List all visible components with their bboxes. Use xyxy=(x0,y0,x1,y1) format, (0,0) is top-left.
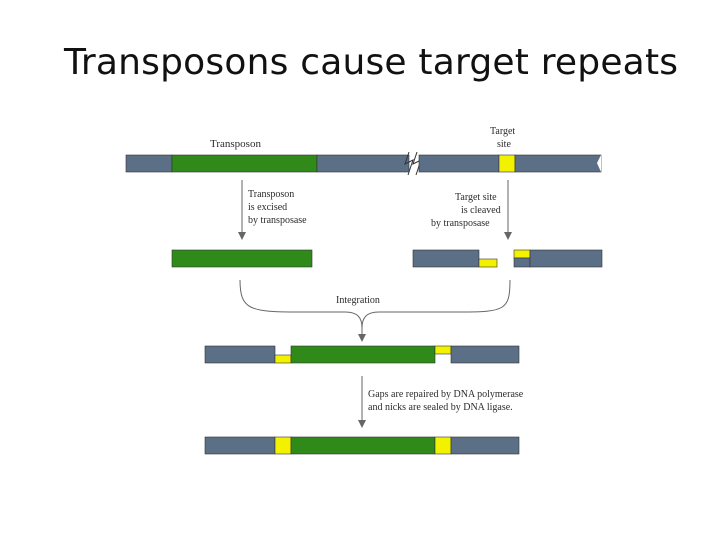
target-repeat xyxy=(434,436,452,455)
target-overhang xyxy=(478,258,498,268)
host-dna-segment xyxy=(418,154,500,173)
inserted-transposon xyxy=(290,436,436,455)
inserted-transposon xyxy=(290,345,436,364)
slide-title: Transposons cause target repeats xyxy=(64,42,679,83)
target-overhang xyxy=(274,354,292,364)
host-dna-segment xyxy=(204,345,276,364)
excision-label-line3: by transposase xyxy=(248,215,307,226)
host-dna-segment xyxy=(412,249,480,268)
row-original-dna xyxy=(125,151,602,176)
host-dna-segment xyxy=(529,249,603,268)
host-dna-segment xyxy=(513,257,531,268)
repair-label-line1: Gaps are repaired by DNA polymerase xyxy=(368,389,524,400)
host-dna-segment xyxy=(514,154,602,173)
transposon-label: Transposon xyxy=(210,138,261,150)
repair-label-line2: and nicks are sealed by DNA ligase. xyxy=(368,402,513,413)
host-dna-segment xyxy=(450,436,520,455)
excised-transposon xyxy=(171,249,313,268)
host-dna-segment xyxy=(316,154,410,173)
transposon-segment xyxy=(171,154,318,173)
excision-label-line2: is excised xyxy=(248,202,287,213)
row-integrated xyxy=(204,345,520,364)
break-mark xyxy=(404,151,414,176)
cleavage-label-line3: by transposase xyxy=(431,218,490,229)
integration-brace xyxy=(239,279,511,329)
target-repeat xyxy=(274,436,292,455)
target-label-line1: Target xyxy=(490,126,515,137)
target-label-line2: site xyxy=(497,139,511,150)
excision-label-line1: Transposon xyxy=(248,189,294,200)
host-dna-segment xyxy=(204,436,276,455)
integration-label: Integration xyxy=(336,295,380,306)
host-dna-segment xyxy=(125,154,173,173)
row-repaired xyxy=(204,436,520,455)
target-overhang xyxy=(434,345,452,355)
host-dna-segment xyxy=(450,345,520,364)
cleavage-label-line2: is cleaved xyxy=(461,205,501,216)
cleavage-label-line1: Target site xyxy=(455,192,497,203)
break-mark xyxy=(412,151,422,176)
row-cleaved xyxy=(171,249,603,268)
target-site xyxy=(498,154,516,173)
target-overhang xyxy=(513,249,531,259)
